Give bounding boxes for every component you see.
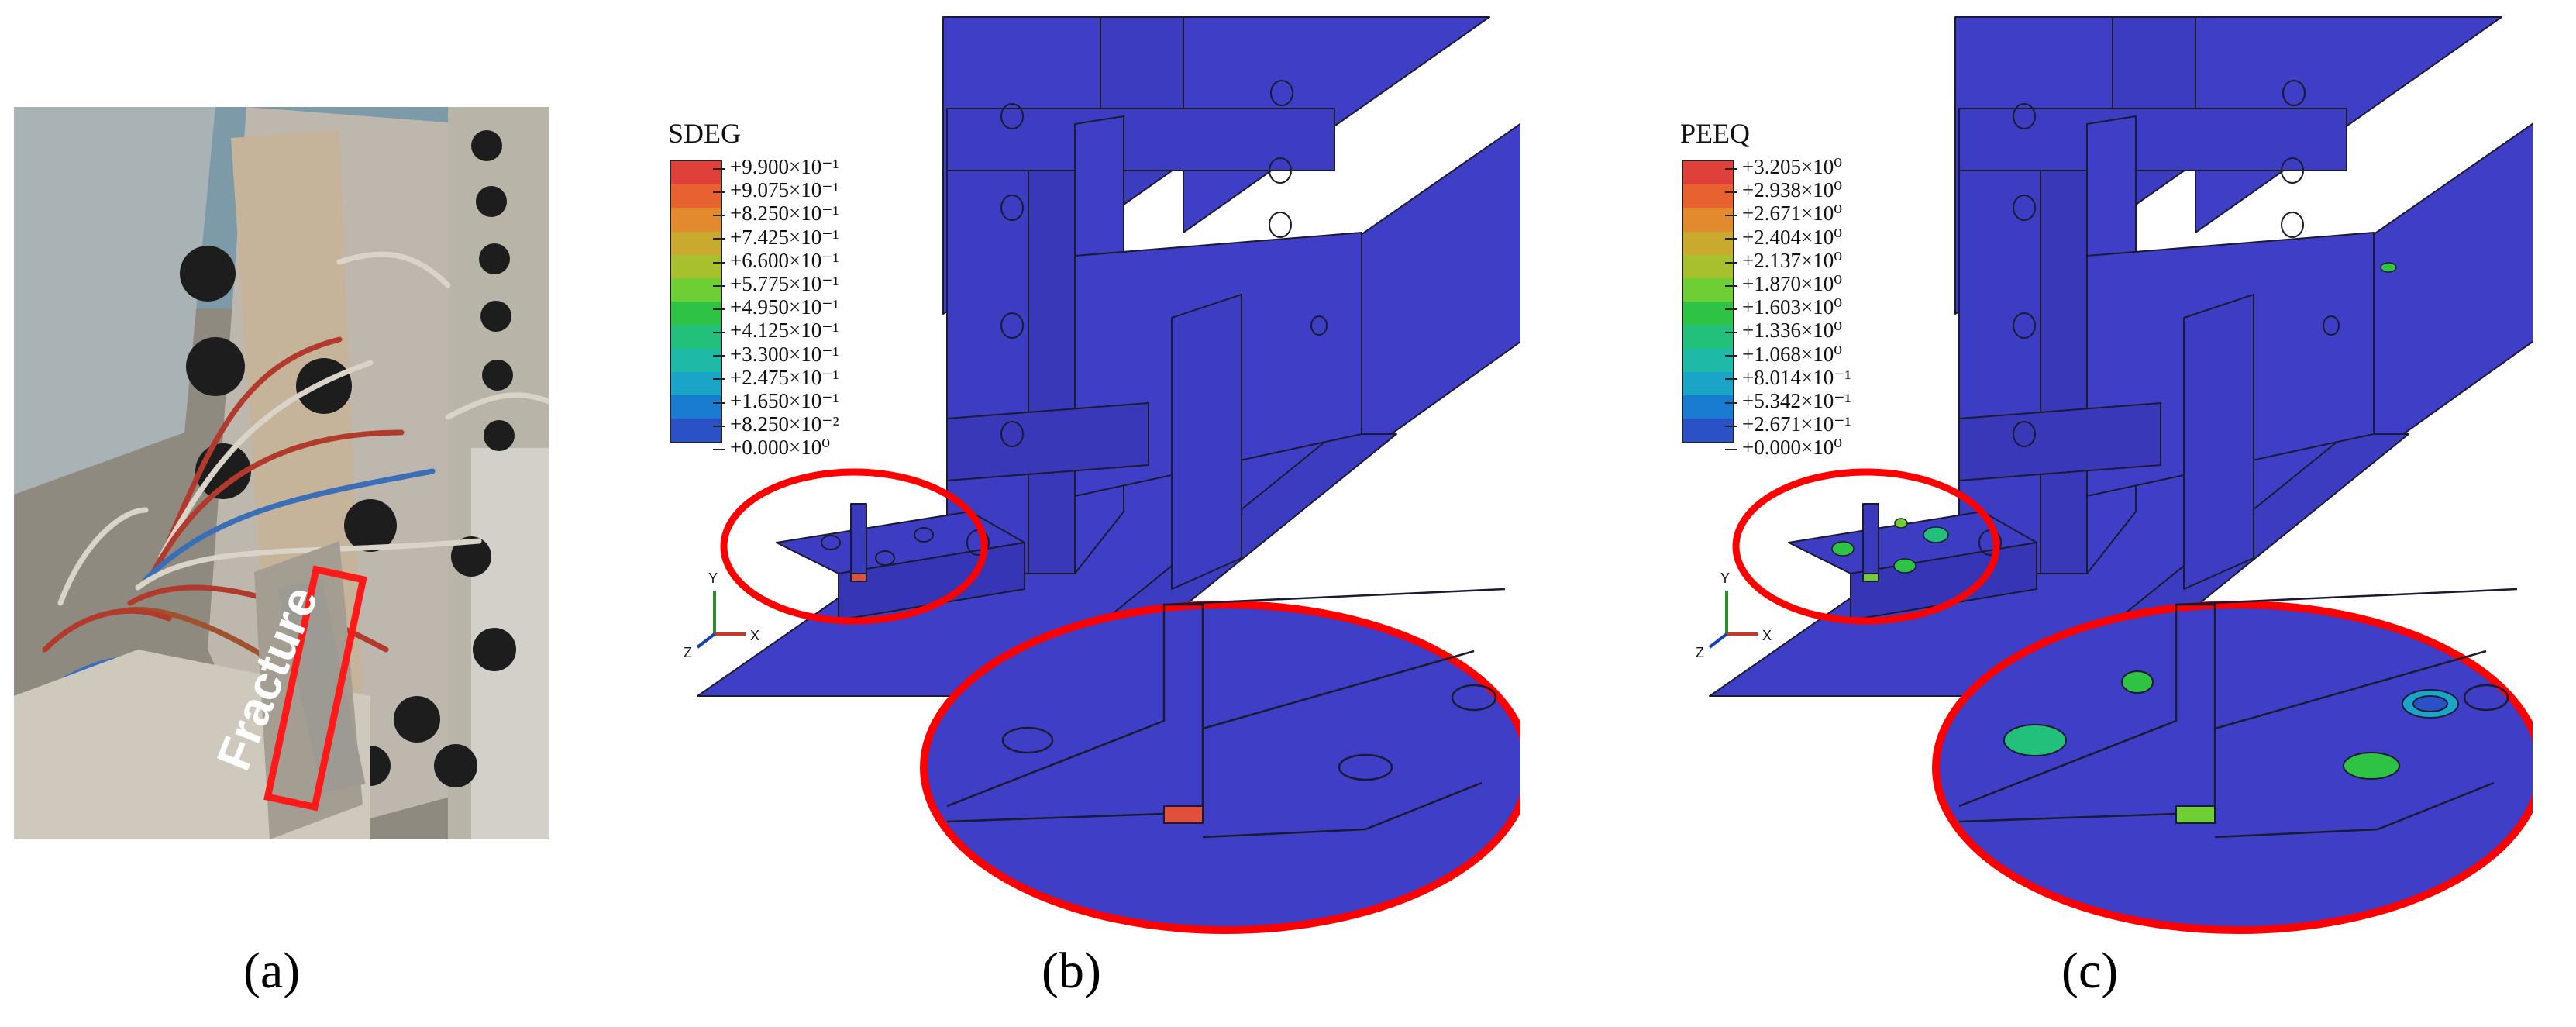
peeq-swatch (1683, 419, 1733, 443)
sdeg-swatch (671, 302, 721, 326)
sdeg-tick-label: +6.600×10⁻¹ (730, 248, 839, 272)
peeq-swatch (1683, 395, 1733, 419)
sdeg-tick-label: +8.250×10⁻¹ (730, 202, 839, 226)
peeq-swatch (1683, 371, 1733, 395)
peeq-axis-triad: Y X Z (1696, 570, 1772, 660)
peeq-color-scale (1682, 160, 1734, 444)
sdeg-model-view: Y X Z (684, 16, 1520, 934)
peeq-tick-label: +0.000×10⁰ (1742, 436, 1851, 459)
sdeg-tick-label: +4.950×10⁻¹ (730, 295, 839, 319)
sdeg-swatch (671, 325, 721, 349)
peeq-tick-label: +2.671×10⁻¹ (1742, 412, 1851, 436)
peeq-axis-y-label: Y (1720, 570, 1730, 586)
peeq-contour-panel: Y X Z PEEQ +3.205×10⁰ (1680, 0, 2533, 946)
sdeg-tick-label: +2.475×10⁻¹ (730, 365, 839, 389)
sdeg-axis-y-label: Y (708, 570, 718, 586)
sdeg-swatch (671, 254, 721, 278)
sdeg-tick-label: +7.425×10⁻¹ (730, 225, 839, 249)
peeq-tick-label: +2.404×10⁰ (1742, 226, 1851, 249)
peeq-tick-label: +2.938×10⁰ (1742, 178, 1851, 202)
sdeg-swatch (671, 208, 721, 232)
peeq-swatch (1683, 254, 1733, 278)
sdeg-tick-label: +3.300×10⁻¹ (730, 342, 839, 366)
peeq-tick-label: +5.342×10⁻¹ (1742, 388, 1851, 412)
peeq-axis-z-label: Z (1696, 645, 1704, 660)
sdeg-tick-label: +9.075×10⁻¹ (730, 178, 839, 202)
sdeg-tick-label: +0.000×10⁰ (730, 436, 839, 459)
peeq-swatch (1683, 208, 1733, 232)
sdeg-swatch (671, 419, 721, 443)
peeq-zoom-inset (1932, 588, 2533, 934)
peeq-tick-label: +1.336×10⁰ (1742, 319, 1851, 342)
sdeg-contour-panel: Y X Z SDEG +9.900×10⁻¹ (668, 0, 1520, 946)
peeq-tick-label: +1.068×10⁰ (1742, 343, 1851, 366)
caption-b: (b) (1042, 943, 1101, 999)
sdeg-axis-x-label: X (750, 628, 759, 643)
sdeg-tick-label: +1.650×10⁻¹ (730, 388, 839, 412)
sdeg-swatch (671, 371, 721, 395)
specimen-photo-illustration: Fracture (14, 107, 549, 839)
peeq-swatch (1683, 184, 1733, 209)
sdeg-color-scale (670, 160, 722, 444)
peeq-tick-label: +2.671×10⁰ (1742, 202, 1851, 225)
peeq-legend: PEEQ +3.205×10⁰ +2.938×10⁰ +2.671×10⁰ (1680, 118, 2037, 459)
peeq-swatch (1683, 231, 1733, 255)
sdeg-tick-label: +8.250×10⁻² (730, 412, 839, 436)
peeq-swatch (1683, 277, 1733, 302)
peeq-highlight-circle (1732, 468, 2000, 625)
sdeg-tick-label: +9.900×10⁻¹ (730, 155, 839, 178)
specimen-photo: Fracture (14, 107, 549, 839)
sdeg-swatch (671, 231, 721, 255)
sdeg-zoom-inset (920, 588, 1520, 934)
peeq-swatch (1683, 161, 1733, 185)
sdeg-swatch (671, 161, 721, 185)
sdeg-axis-triad: Y X Z (684, 570, 759, 660)
sdeg-swatch (671, 184, 721, 209)
sdeg-axis-z-label: Z (684, 645, 692, 660)
sdeg-swatch (671, 395, 721, 419)
sdeg-swatch (671, 348, 721, 372)
sdeg-tick-label: +5.775×10⁻¹ (730, 271, 839, 295)
sdeg-swatch (671, 277, 721, 302)
sdeg-tick-label: +4.125×10⁻¹ (730, 319, 839, 343)
peeq-tick-label: +8.014×10⁻¹ (1742, 365, 1851, 389)
caption-c: (c) (2061, 943, 2119, 999)
peeq-tick-label: +3.205×10⁰ (1742, 155, 1851, 178)
sdeg-legend-title: SDEG (668, 118, 742, 149)
peeq-model-view: Y X Z (1696, 16, 2533, 934)
peeq-axis-x-label: X (1762, 628, 1772, 643)
caption-a: (a) (243, 943, 301, 999)
peeq-tick-label: +2.137×10⁰ (1742, 249, 1851, 272)
peeq-swatch (1683, 348, 1733, 372)
peeq-tick-label: +1.870×10⁰ (1742, 272, 1851, 295)
peeq-swatch (1683, 325, 1733, 349)
sdeg-legend: SDEG +9.900×10⁻¹ +9.075×10⁻¹ +8.250×10⁻¹ (668, 118, 1025, 459)
peeq-tick-label: +1.603×10⁰ (1742, 295, 1851, 319)
peeq-legend-title: PEEQ (1680, 118, 1750, 149)
peeq-swatch (1683, 302, 1733, 326)
sdeg-highlight-circle (720, 468, 988, 625)
